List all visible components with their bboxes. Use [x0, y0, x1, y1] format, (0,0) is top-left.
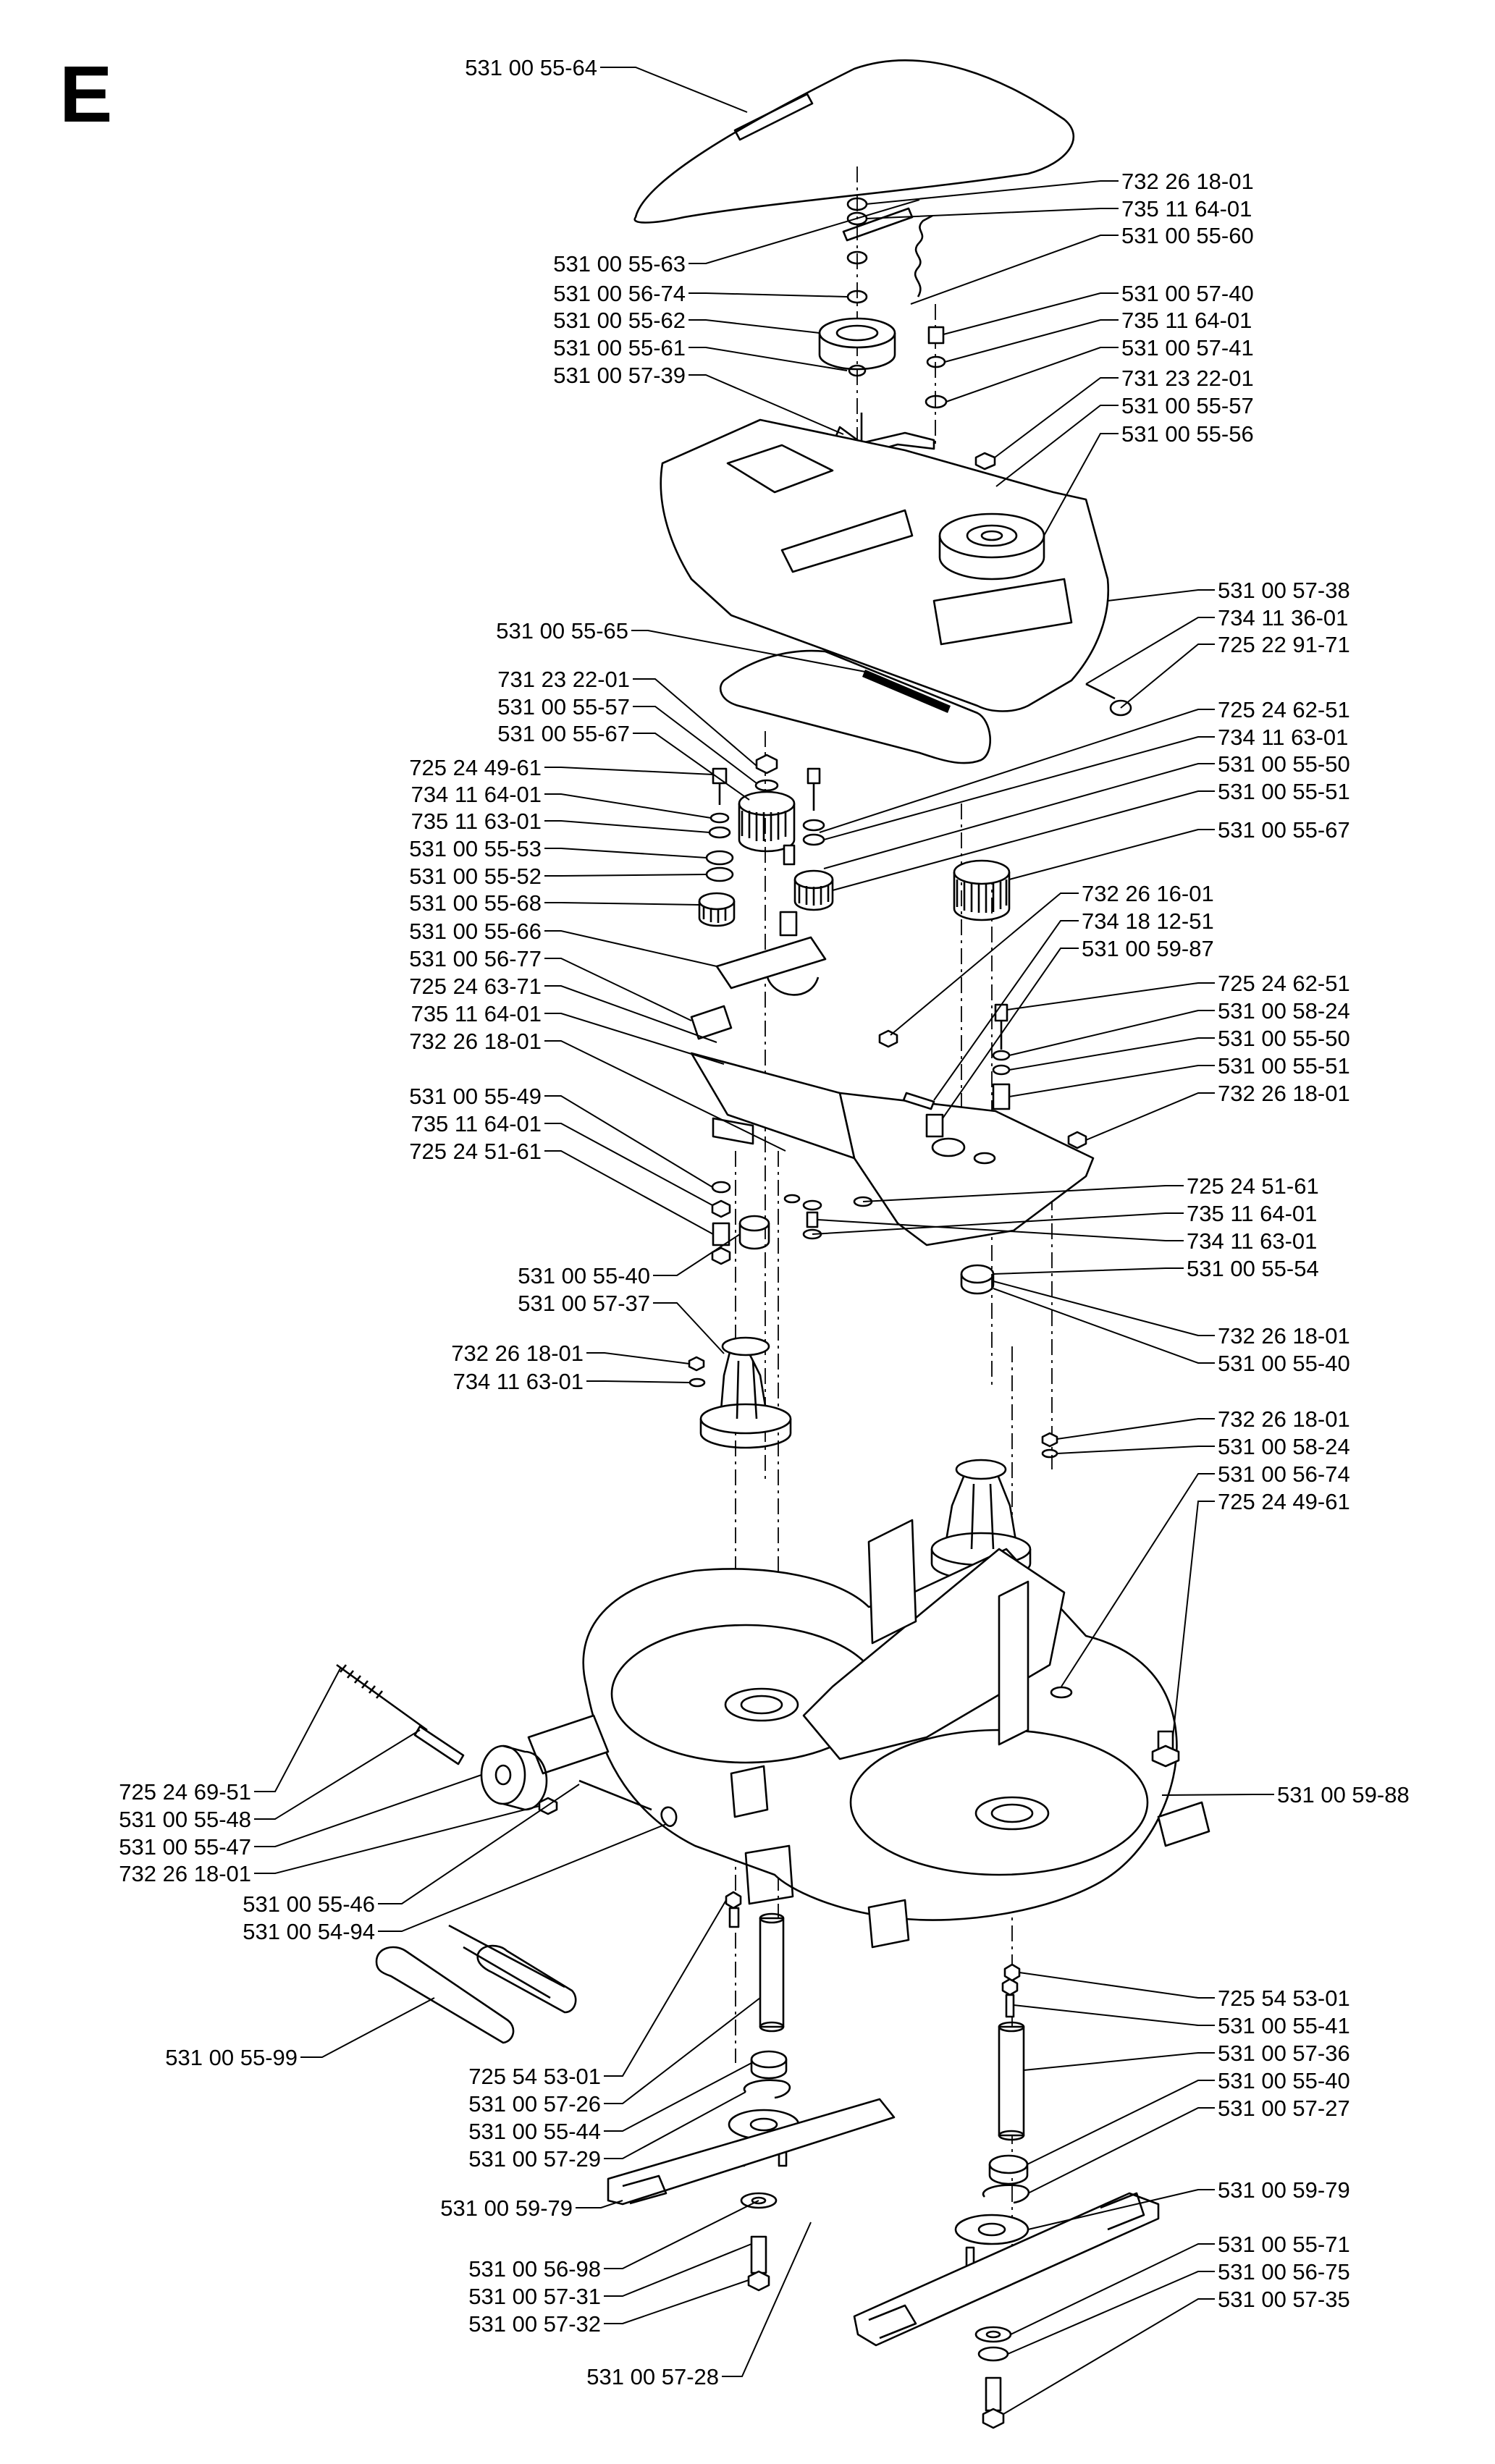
- callout-label: 531 00 55-57: [1121, 393, 1254, 418]
- callout-label: 531 00 55-41: [1218, 2013, 1350, 2038]
- callout-label: 725 24 51-61: [409, 1139, 542, 1164]
- callout-label: 531 00 55-51: [1218, 1053, 1350, 1079]
- callout-label: 732 26 18-01: [119, 1861, 251, 1886]
- callout-label: 725 24 62-51: [1218, 697, 1350, 722]
- leader-lines: [254, 67, 1274, 2415]
- callout-label: 531 00 55-53: [409, 836, 542, 861]
- callout-label: 531 00 55-40: [1218, 1351, 1350, 1376]
- callout-label: 732 26 16-01: [1082, 881, 1214, 906]
- callout-label: 531 00 57-40: [1121, 281, 1254, 306]
- callout-label: 725 54 53-01: [1218, 1986, 1350, 2011]
- callout-label: 731 23 22-01: [497, 667, 630, 692]
- callout-label: 531 00 55-60: [1121, 223, 1254, 248]
- callout-label: 531 00 58-24: [1218, 1434, 1350, 1459]
- callout-label: 531 00 57-26: [468, 2091, 601, 2117]
- callout-label: 531 00 55-62: [553, 308, 686, 333]
- callout-label: 725 24 69-51: [119, 1779, 251, 1805]
- callout-label: 531 00 57-31: [468, 2284, 601, 2309]
- callout-label: 735 11 64-01: [411, 1001, 542, 1026]
- callout-label: 731 23 22-01: [1121, 366, 1254, 391]
- callout-label: 735 11 64-01: [411, 1111, 542, 1136]
- callout-label: 531 00 57-41: [1121, 335, 1254, 360]
- callout-label: 531 00 55-56: [1121, 421, 1254, 447]
- callout-labels: 531 00 55-64 732 26 18-01 735 11 64-01 5…: [119, 55, 1409, 2389]
- exploded-drawing: [336, 59, 1210, 2429]
- callout-label: 735 11 63-01: [411, 809, 542, 834]
- callout-label: 725 54 53-01: [468, 2064, 601, 2089]
- callout-label: 531 00 55-71: [1218, 2232, 1350, 2257]
- callout-label: 732 26 18-01: [409, 1029, 542, 1054]
- callout-label: 531 00 56-74: [553, 281, 686, 306]
- callout-label: 531 00 57-29: [468, 2146, 601, 2172]
- callout-label: 725 24 49-61: [1218, 1489, 1350, 1514]
- callout-label: 734 18 12-51: [1082, 908, 1214, 934]
- callout-label: 531 00 55-57: [497, 694, 630, 720]
- callout-label: 531 00 55-67: [497, 721, 630, 746]
- callout-label: 531 00 55-49: [409, 1084, 542, 1109]
- callout-label: 531 00 59-87: [1082, 936, 1214, 961]
- callout-label: 734 11 36-01: [1218, 605, 1348, 630]
- callout-label: 531 00 57-39: [553, 363, 686, 388]
- callout-label: 734 11 63-01: [1187, 1228, 1317, 1254]
- callout-label: 531 00 56-75: [1218, 2259, 1350, 2284]
- callout-label: 531 00 58-24: [1218, 998, 1350, 1024]
- callout-label: 725 24 63-71: [409, 974, 542, 999]
- callout-label: 531 00 55-66: [409, 919, 542, 944]
- callout-label: 725 24 51-61: [1187, 1173, 1319, 1199]
- callout-label: 531 00 55-61: [553, 335, 686, 360]
- callout-label: 734 11 63-01: [1218, 725, 1348, 750]
- callout-label: 531 00 56-74: [1218, 1461, 1350, 1487]
- callout-label: 531 00 55-44: [468, 2119, 601, 2144]
- callout-label: 531 00 55-47: [119, 1834, 251, 1860]
- callout-label: 732 26 18-01: [1218, 1081, 1350, 1106]
- callout-label: 732 26 18-01: [1218, 1323, 1350, 1349]
- callout-label: 531 00 55-40: [1218, 2068, 1350, 2093]
- section-letter: E: [59, 50, 112, 139]
- callout-label: 735 11 64-01: [1187, 1201, 1317, 1226]
- callout-label: 531 00 55-63: [553, 251, 686, 277]
- callout-label: 732 26 18-01: [1218, 1406, 1350, 1432]
- callout-label: 531 00 55-50: [1218, 1026, 1350, 1051]
- callout-label: 531 00 55-65: [496, 618, 628, 644]
- callout-label: 725 24 49-61: [409, 755, 542, 780]
- callout-label: 531 00 59-88: [1277, 1782, 1410, 1807]
- callout-label: 531 00 55-51: [1218, 779, 1350, 804]
- callout-label: 531 00 57-28: [586, 2364, 719, 2389]
- callout-label: 531 00 55-52: [409, 864, 542, 889]
- callout-label: 531 00 59-79: [1218, 2177, 1350, 2203]
- callout-label: 531 00 59-79: [440, 2195, 573, 2221]
- callout-label: 734 11 63-01: [453, 1369, 584, 1394]
- callout-label: 531 00 55-99: [165, 2045, 298, 2070]
- callout-label: 531 00 55-50: [1218, 751, 1350, 777]
- callout-label: 531 00 55-67: [1218, 817, 1350, 843]
- callout-label: 531 00 57-27: [1218, 2096, 1350, 2121]
- callout-label: 531 00 55-64: [465, 55, 597, 80]
- callout-label: 735 11 64-01: [1121, 308, 1252, 333]
- callout-label: 732 26 18-01: [451, 1341, 584, 1366]
- callout-label: 531 00 57-36: [1218, 2041, 1350, 2066]
- callout-label: 531 00 55-48: [119, 1807, 251, 1832]
- callout-label: 531 00 57-37: [518, 1291, 650, 1316]
- callout-label: 732 26 18-01: [1121, 169, 1254, 194]
- callout-label: 531 00 57-35: [1218, 2287, 1350, 2312]
- callout-label: 725 22 91-71: [1218, 632, 1350, 657]
- callout-label: 531 00 55-54: [1187, 1256, 1319, 1281]
- callout-label: 531 00 55-40: [518, 1263, 650, 1288]
- callout-label: 734 11 64-01: [411, 782, 542, 807]
- callout-label: 735 11 64-01: [1121, 196, 1252, 221]
- callout-label: 531 00 56-98: [468, 2256, 601, 2282]
- callout-label: 531 00 54-94: [243, 1919, 375, 1944]
- callout-label: 725 24 62-51: [1218, 971, 1350, 996]
- callout-label: 531 00 57-32: [468, 2311, 601, 2337]
- callout-label: 531 00 55-68: [409, 890, 542, 916]
- callout-label: 531 00 57-38: [1218, 578, 1350, 603]
- callout-label: 531 00 56-77: [409, 946, 542, 971]
- callout-label: 531 00 55-46: [243, 1891, 375, 1917]
